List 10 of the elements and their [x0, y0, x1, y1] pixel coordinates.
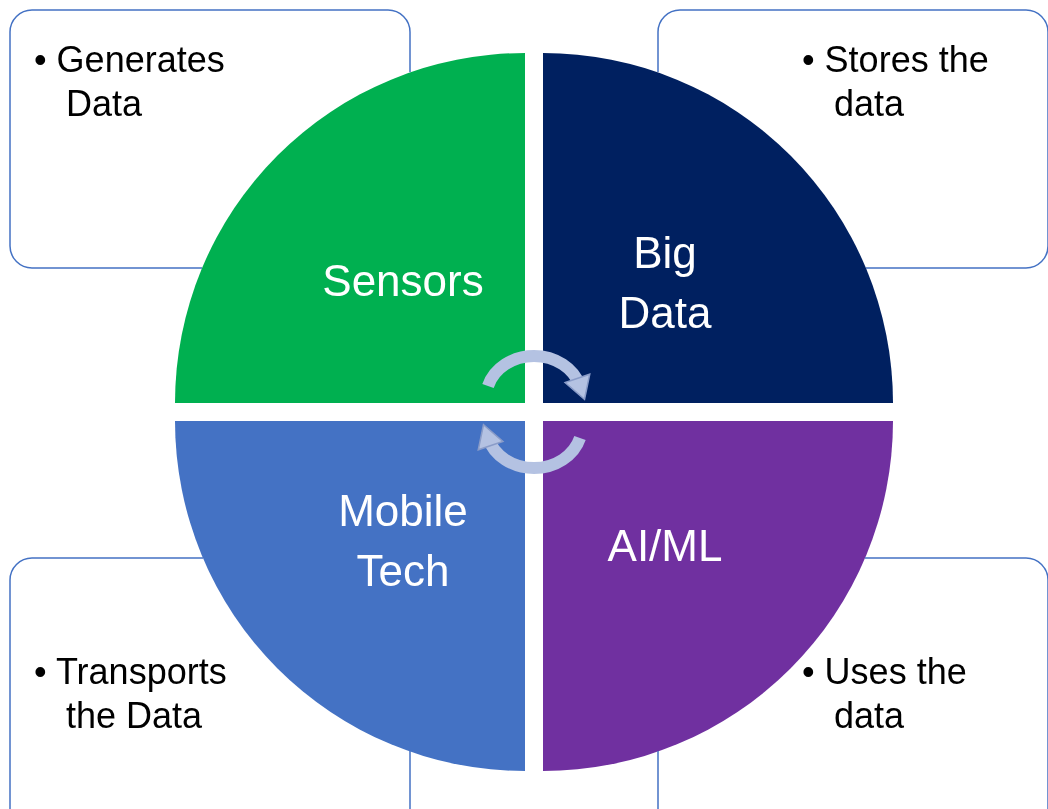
quadrant-label: Mobile Tech [337, 485, 469, 597]
bullet-text: • Generates Data [34, 38, 226, 126]
quadrant-label: AI/ML [606, 520, 724, 572]
quadrant-label: Big Data [617, 227, 713, 339]
quadrant-label: Sensors [321, 255, 485, 307]
bullet-text: • Transports the Data [34, 650, 228, 738]
bullet-text: • Uses the data [802, 650, 968, 738]
bullet-text: • Stores the data [802, 38, 990, 126]
curved-arrow [482, 350, 590, 400]
curved-arrow [478, 424, 586, 474]
